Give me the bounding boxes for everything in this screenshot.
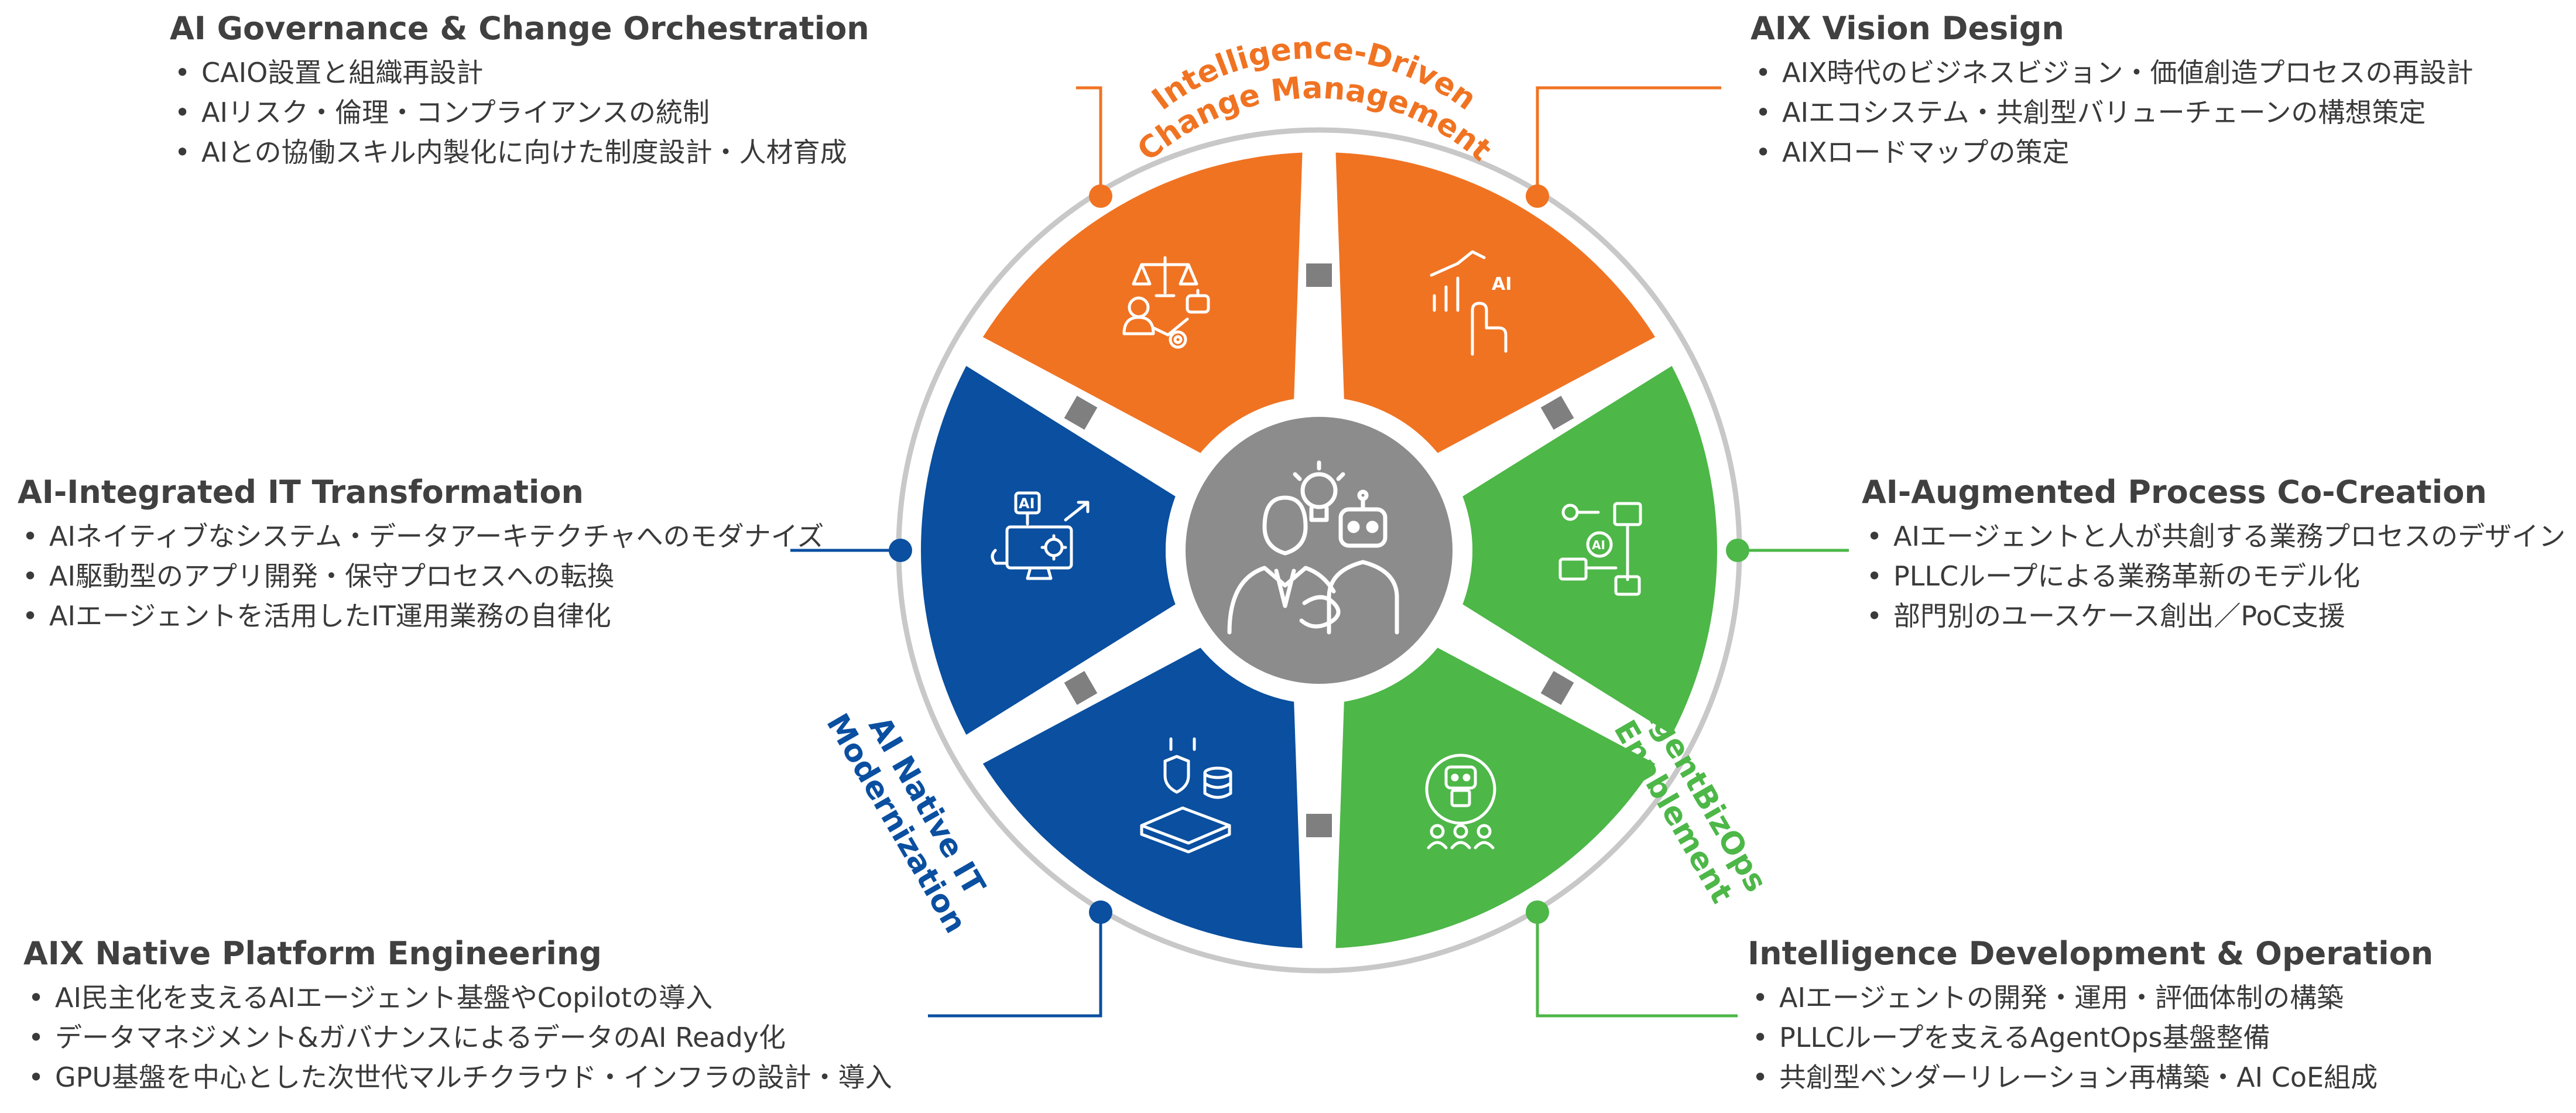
list-item: •AIとの協働スキル内製化に向けた制度設計・人材育成 (170, 132, 869, 172)
list-item: •GPU基盤を中心とした次世代マルチクラウド・インフラの設計・導入 (23, 1057, 892, 1097)
bullet-dot: • (22, 560, 39, 593)
block-title: AI Governance & Change Orchestration (170, 10, 869, 47)
connector-dev-operation (1536, 912, 1738, 1018)
bullet-dot: • (1752, 1022, 1769, 1054)
list-item: •AIエコシステム・共創型バリューチェーンの構想策定 (1751, 93, 2474, 132)
bullet-dot: • (174, 57, 191, 89)
list-item: •部門別のユースケース創出／PoC支援 (1862, 596, 2565, 636)
block-title: AI-Augmented Process Co-Creation (1862, 474, 2487, 511)
quadrant-label-right: AgentBizOps Enablement (1606, 690, 1773, 909)
block-dev-operation: Intelligence Development & Operation •AI… (1748, 935, 2434, 1097)
bullet-dot: • (28, 982, 44, 1014)
bullet-dot: • (1866, 560, 1883, 593)
bullet-dot: • (1752, 1061, 1769, 1094)
bullet-dot: • (1755, 97, 1772, 129)
bullet-dot: • (28, 1061, 44, 1094)
block-process-cocreation: AI-Augmented Process Co-Creation •AIエージェ… (1862, 474, 2565, 636)
segment-top-right (1335, 152, 1656, 453)
bullet-list: •AI民主化を支えるAIエージェント基盤やCopilotの導入 •データマネジメ… (23, 978, 892, 1097)
list-item: •AIリスク・倫理・コンプライアンスの統制 (170, 93, 869, 132)
bullet-dot: • (1866, 520, 1883, 553)
bullet-dot: • (174, 97, 191, 129)
list-item: •PLLCループを支えるAgentOps基盤整備 (1748, 1018, 2433, 1057)
bullet-dot: • (1866, 600, 1883, 632)
segment-right-lower (1335, 648, 1656, 948)
list-item: •AIエージェントの開発・運用・評価体制の構築 (1748, 978, 2433, 1018)
ai-monitor-gears-icon: AI (991, 491, 1090, 580)
connector-dot-process-cocreation (1726, 539, 1749, 562)
bullet-dot: • (22, 600, 39, 632)
block-title: AI-Integrated IT Transformation (18, 474, 584, 511)
list-item: •AIX時代のビジネスビジョン・価値創造プロセスの再設計 (1751, 53, 2474, 93)
segment-joint-0 (1306, 263, 1332, 287)
connector-dot-it-transformation (889, 539, 912, 562)
segment-joint-2 (1540, 670, 1574, 706)
block-governance: AI Governance & Change Orchestration •CA… (170, 10, 869, 172)
ai-process-flow-icon: AI (1558, 502, 1642, 596)
list-item: •AIエージェントを活用したIT運用業務の自律化 (18, 596, 824, 636)
list-item: •PLLCループによる業務革新のモデル化 (1862, 556, 2565, 596)
block-vision: AIX Vision Design •AIX時代のビジネスビジョン・価値創造プロ… (1751, 10, 2474, 172)
robot-team-icon (1425, 754, 1496, 850)
block-title: AIX Vision Design (1751, 10, 2064, 47)
segment-joint-1 (1540, 395, 1574, 430)
list-item: •データマネジメント&ガバナンスによるデータのAI Ready化 (23, 1018, 892, 1057)
segment-left-lower (982, 648, 1303, 948)
list-item: •AIネイティブなシステム・データアーキテクチャへのモダナイズ (18, 516, 824, 556)
center-circle (1186, 417, 1453, 684)
bullet-dot: • (1752, 982, 1769, 1014)
connector-platform-engineering (928, 912, 1102, 1018)
list-item: •共創型ベンダーリレーション再構築・AI CoE組成 (1748, 1057, 2433, 1097)
svg-text:AI: AI (1019, 495, 1035, 512)
bullet-dot: • (22, 520, 39, 553)
list-item: •AI駆動型のアプリ開発・保守プロセスへの転換 (18, 556, 824, 596)
connector-governance (1076, 86, 1102, 196)
ai-growth-chart-hand-icon: AI (1430, 250, 1512, 356)
bullet-list: •AIX時代のビジネスビジョン・価値創造プロセスの再設計 •AIエコシステム・共… (1751, 53, 2474, 172)
segment-left-upper (921, 365, 1176, 735)
list-item: •AI民主化を支えるAIエージェント基盤やCopilotの導入 (23, 978, 892, 1018)
human-robot-handshake-icon (1227, 460, 1399, 635)
block-title: AIX Native Platform Engineering (23, 935, 602, 972)
bullet-list: •AIエージェントと人が共創する業務プロセスのデザイン •PLLCループによる業… (1862, 516, 2565, 636)
svg-text:AI: AI (1592, 538, 1605, 552)
connector-vision (1536, 86, 1721, 196)
block-platform-engineering: AIX Native Platform Engineering •AI民主化を支… (23, 935, 892, 1097)
bullet-dot: • (1755, 57, 1772, 89)
connector-dot-governance (1089, 184, 1112, 208)
bullet-list: •AIネイティブなシステム・データアーキテクチャへのモダナイズ •AI駆動型のア… (18, 516, 824, 636)
block-it-transformation: AI-Integrated IT Transformation •AIネイティブ… (18, 474, 824, 636)
connector-dot-dev-operation (1526, 900, 1549, 924)
svg-text:AI: AI (1492, 274, 1512, 294)
block-title: Intelligence Development & Operation (1748, 935, 2434, 972)
segment-joint-5 (1064, 395, 1098, 430)
segment-joint-3 (1306, 814, 1332, 837)
segment-top-left (982, 152, 1303, 453)
bullet-list: •AIエージェントの開発・運用・評価体制の構築 •PLLCループを支えるAgen… (1748, 978, 2433, 1097)
governance-scales-robot-icon (1122, 256, 1210, 349)
connector-dot-platform-engineering (1089, 900, 1112, 924)
bullet-dot: • (1755, 136, 1772, 169)
connector-dot-vision (1526, 184, 1549, 208)
secure-platform-database-icon (1140, 737, 1232, 854)
bullet-dot: • (28, 1022, 44, 1054)
list-item: •CAIO設置と組織再設計 (170, 53, 869, 93)
list-item: •AIエージェントと人が共創する業務プロセスのデザイン (1862, 516, 2565, 556)
bullet-list: •CAIO設置と組織再設計 •AIリスク・倫理・コンプライアンスの統制 •AIと… (170, 53, 869, 172)
segment-joint-4 (1064, 670, 1098, 706)
list-item: •AIXロードマップの策定 (1751, 132, 2474, 172)
bullet-dot: • (174, 136, 191, 169)
